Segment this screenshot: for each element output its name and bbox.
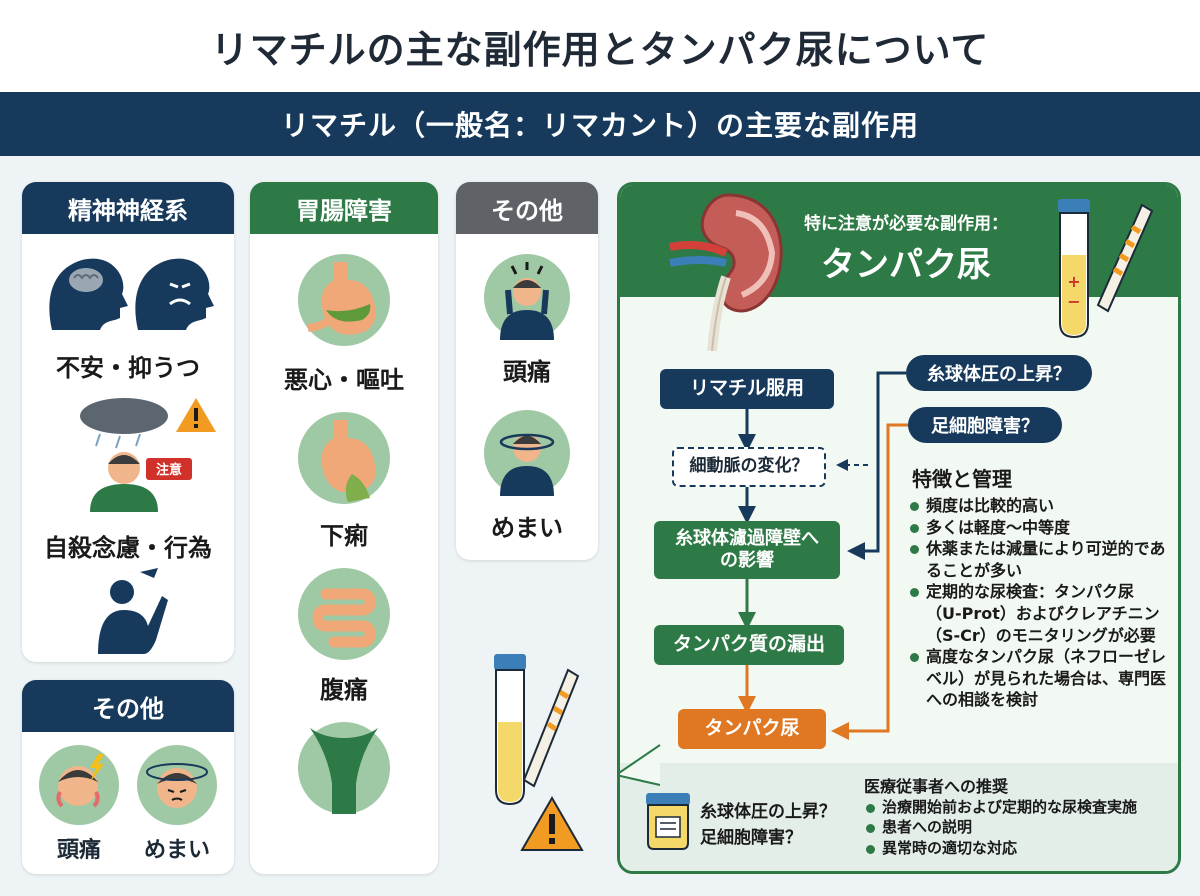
recommendation-area — [620, 763, 1178, 871]
cause-glomerular-pressure: 糸球体圧の上昇？ — [906, 355, 1092, 391]
test-tube-icon: + − — [1058, 199, 1154, 339]
flow-step-arteriole-change: 細動脈の変化？ — [672, 447, 826, 487]
neuro-card: 精神神経系 不安・抑うつ 注意 自殺念慮・行為 — [22, 182, 234, 662]
recommendation-item: 異常時の適切な対応 — [864, 838, 1176, 858]
svg-text:+: + — [1067, 272, 1080, 291]
page-title: リマチルの主な副作用とタンパク尿について — [0, 0, 1200, 92]
note-podocyte-injury: 足細胞障害？ — [700, 828, 802, 848]
other-item-dizziness: めまい — [491, 514, 563, 542]
suicidal-ideation-icon: 注意 — [80, 398, 216, 512]
warning-icon — [520, 795, 584, 851]
throat-icon — [298, 722, 390, 814]
neuro-badge-text: 注意 — [156, 462, 182, 478]
abdominal-pain-icon — [298, 568, 390, 660]
flow-connectors — [620, 371, 908, 786]
flow-step-dosing: リマチル服用 — [660, 369, 834, 409]
recommendation-item: 治療開始前および定期的な尿検査実施 — [864, 797, 1176, 817]
neuro-other-header: その他 — [22, 680, 234, 732]
other-header: その他 — [456, 182, 598, 234]
feature-item: 多くは軽度〜中等度 — [908, 517, 1166, 539]
other-card: その他 頭痛 めまい — [456, 182, 598, 560]
neuro-other-item-dizziness: めまい — [143, 838, 210, 863]
neuro-item-anxiety: 不安・抑うつ — [56, 354, 200, 382]
recommendation-list: 治療開始前および定期的な尿検査実施 患者への説明 異常時の適切な対応 — [864, 797, 1176, 858]
gi-header: 胃腸障害 — [250, 182, 438, 234]
svg-text:−: − — [1067, 292, 1080, 311]
features-title: 特徴と管理 — [912, 467, 1012, 491]
feature-item: 定期的な尿検査：タンパク尿（U-Prot）およびクレアチニン（S-Cr）のモニタ… — [908, 581, 1166, 646]
dizziness-icon — [484, 410, 570, 496]
urine-sample-cup-icon — [646, 793, 690, 850]
dizziness-icon — [137, 745, 217, 825]
feature-item: 頻度は比較的高い — [908, 495, 1166, 517]
gi-item-abdominal-pain: 腹痛 — [320, 676, 368, 704]
flow-step-proteinuria: タンパク尿 — [678, 709, 826, 749]
headache-icon — [484, 254, 570, 340]
neuro-other-item-headache: 頭痛 — [56, 838, 101, 863]
gi-item-diarrhea: 下痢 — [320, 522, 368, 550]
neuro-header: 精神神経系 — [22, 182, 234, 234]
headache-icon — [39, 745, 119, 825]
kidney-icon — [669, 193, 783, 351]
feature-item: 休薬または減量により可逆的であることが多い — [908, 538, 1166, 581]
cause-podocyte-injury: 足細胞障害？ — [908, 407, 1062, 443]
other-item-headache: 頭痛 — [503, 358, 551, 386]
note-glomerular-pressure: 糸球体圧の上昇？ — [700, 802, 836, 822]
recommendation-title: 医療従事者への推奨 — [864, 777, 1009, 796]
self-harm-icon — [98, 568, 168, 654]
neuro-item-suicidal: 自殺念慮・行為 — [44, 534, 212, 562]
diarrhea-stomach-icon — [298, 412, 390, 504]
nausea-stomach-icon — [298, 254, 390, 346]
anxiety-depression-icon — [49, 258, 214, 330]
features-list: 頻度は比較的高い 多くは軽度〜中等度 休薬または減量により可逆的であることが多い… — [908, 495, 1166, 711]
proteinuria-panel: 特に注意が必要な副作用： タンパク尿 + − リマチル服用 細動脈の変化？ 糸球… — [617, 182, 1181, 874]
neuro-other-card: その他 頭痛 めまい — [22, 680, 234, 874]
proteinuria-title: タンパク尿 — [821, 245, 991, 285]
flow-step-protein-leak: タンパク質の漏出 — [654, 625, 844, 665]
subtitle-bar: リマチル（一般名：リマカント）の主要な副作用 — [0, 92, 1200, 156]
gi-card: 胃腸障害 悪心・嘔吐 下痢 腹痛 — [250, 182, 438, 874]
feature-item: 高度なタンパク尿（ネフローゼレベル）が見られた場合は、専門医への相談を検討 — [908, 646, 1166, 711]
flow-step-filtration-barrier: 糸球体濾過障壁への影響 — [654, 521, 840, 579]
recommendation-item: 患者への説明 — [864, 817, 1176, 837]
proteinuria-caption: 特に注意が必要な副作用： — [804, 214, 1008, 234]
test-tube-strip-icon — [494, 654, 580, 806]
gi-item-nausea: 悪心・嘔吐 — [284, 366, 404, 394]
